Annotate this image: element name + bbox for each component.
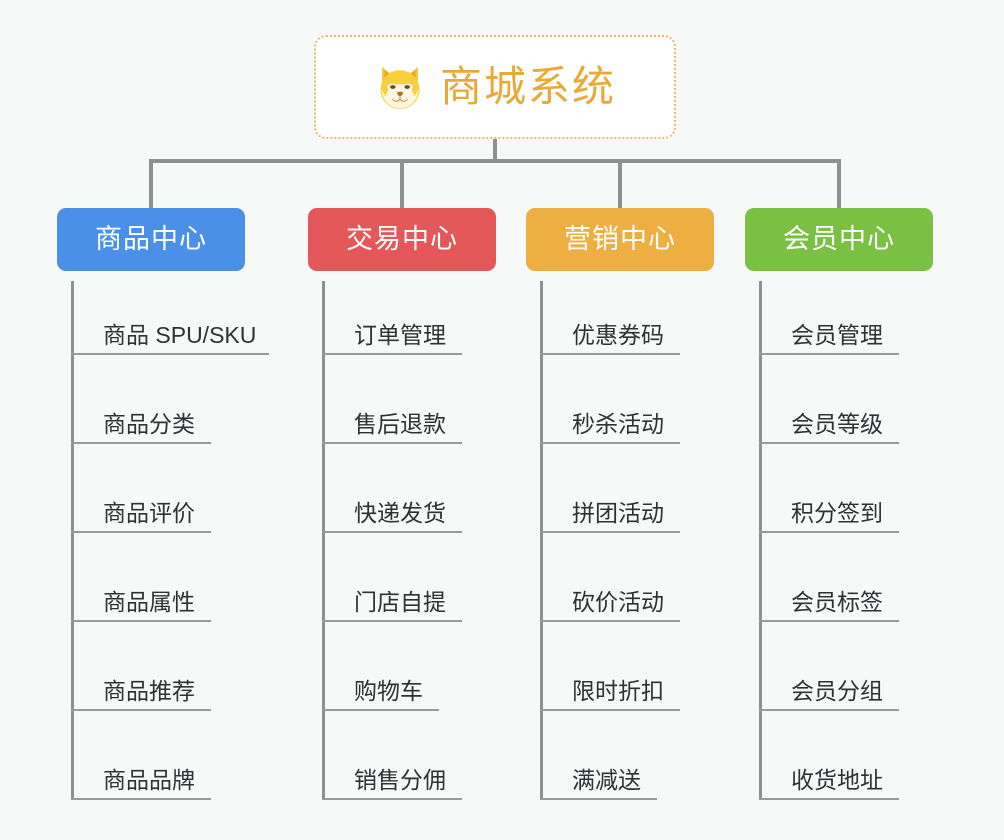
leaf-label: 满减送 <box>572 767 641 793</box>
leaf-underline <box>540 709 680 711</box>
branch-label: 商品中心 <box>95 224 207 254</box>
branch-label: 会员中心 <box>783 224 895 254</box>
connector-root-stem <box>493 139 497 163</box>
leaf-underline <box>759 353 899 355</box>
leaf-underline <box>759 620 899 622</box>
leaf-underline <box>759 798 899 800</box>
leaf-label: 销售分佣 <box>354 767 446 793</box>
leaf-underline <box>322 798 462 800</box>
connector-branch-trunk <box>759 281 762 800</box>
leaf-underline <box>540 531 680 533</box>
connector-drop <box>837 159 841 208</box>
leaf-label: 商品分类 <box>103 411 195 437</box>
leaf-label: 会员管理 <box>791 322 883 348</box>
branch-4: 会员中心会员管理会员等级积分签到会员标签会员分组收货地址 <box>745 208 933 800</box>
leaf-label: 门店自提 <box>354 589 446 615</box>
branch-label: 营销中心 <box>564 224 676 254</box>
leaf-label: 收货地址 <box>791 767 883 793</box>
connector-drop <box>618 159 622 208</box>
leaf-label: 商品评价 <box>103 500 195 526</box>
leaf-label: 限时折扣 <box>572 678 664 704</box>
shiba-face-emoji <box>380 66 420 111</box>
leaf-underline <box>759 531 899 533</box>
branch-header-button[interactable]: 会员中心 <box>745 208 933 271</box>
leaf-underline <box>71 709 211 711</box>
leaf-label: 会员等级 <box>791 411 883 437</box>
leaf-label: 拼团活动 <box>572 500 664 526</box>
leaf-label: 快递发货 <box>354 500 446 526</box>
branch-3: 营销中心优惠券码秒杀活动拼团活动砍价活动限时折扣满减送 <box>526 208 714 800</box>
leaf-underline <box>540 798 657 800</box>
leaf-label: 商品 SPU/SKU <box>103 322 257 348</box>
leaf-underline <box>322 709 439 711</box>
leaf-underline <box>540 353 680 355</box>
branch-header-button[interactable]: 交易中心 <box>308 208 496 271</box>
branch-header-button[interactable]: 营销中心 <box>526 208 714 271</box>
leaf-underline <box>322 531 462 533</box>
leaf-underline <box>540 442 680 444</box>
leaf-label: 购物车 <box>354 678 423 704</box>
connector-branch-trunk <box>540 281 543 800</box>
leaf-underline <box>71 798 211 800</box>
branch-label: 交易中心 <box>346 224 458 254</box>
branch-2: 交易中心订单管理售后退款快递发货门店自提购物车销售分佣 <box>308 208 496 800</box>
leaf-underline <box>71 620 211 622</box>
leaf-label: 售后退款 <box>354 411 446 437</box>
leaf-label: 商品属性 <box>103 589 195 615</box>
leaf-label: 积分签到 <box>791 500 883 526</box>
leaf-underline <box>71 531 211 533</box>
root-node[interactable]: 商城系统 <box>314 35 676 139</box>
leaf-label: 商品推荐 <box>103 678 195 704</box>
leaf-underline <box>322 442 462 444</box>
branch-1: 商品中心商品 SPU/SKU 商品分类商品评价商品属性商品推荐商品品牌 <box>57 208 269 800</box>
leaf-underline <box>759 709 899 711</box>
leaf-underline <box>322 620 462 622</box>
leaf-underline <box>71 353 269 355</box>
leaf-underline <box>759 442 899 444</box>
leaf-underline <box>71 442 211 444</box>
branch-header-button[interactable]: 商品中心 <box>57 208 245 271</box>
leaf-label: 秒杀活动 <box>572 411 664 437</box>
connector-drop <box>400 159 404 208</box>
root-title: 商城系统 <box>439 63 616 110</box>
leaf-label: 砍价活动 <box>572 589 664 615</box>
connector-branch-trunk <box>322 281 325 800</box>
leaf-underline <box>540 620 680 622</box>
leaf-label: 会员分组 <box>791 678 883 704</box>
leaf-underline <box>322 353 462 355</box>
connector-branch-trunk <box>71 281 74 800</box>
leaf-label: 优惠券码 <box>572 322 664 348</box>
connector-drop <box>149 159 153 208</box>
connector-horizontal-bus <box>149 159 839 163</box>
leaf-label: 订单管理 <box>354 322 446 348</box>
leaf-label: 商品品牌 <box>103 767 195 793</box>
leaf-label: 会员标签 <box>791 589 883 615</box>
